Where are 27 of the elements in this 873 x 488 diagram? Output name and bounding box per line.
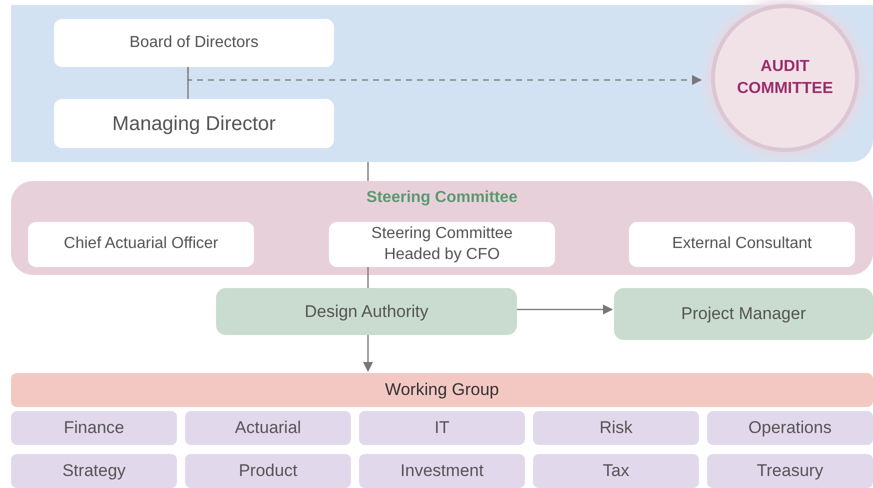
- function-cell: Actuarial: [185, 411, 351, 445]
- connector-line: [367, 162, 369, 181]
- function-cell: Risk: [533, 411, 699, 445]
- connector-line: [367, 267, 369, 288]
- function-cell: Operations: [707, 411, 873, 445]
- connector-line: [363, 335, 373, 372]
- role-box: Chief Actuarial Officer: [28, 222, 254, 267]
- function-cell: Finance: [11, 411, 177, 445]
- board-panel: [11, 5, 873, 162]
- function-cell: IT: [359, 411, 525, 445]
- role-box: Managing Director: [54, 99, 334, 148]
- panel-heading: Steering Committee: [366, 189, 518, 207]
- function-cell: Tax: [533, 454, 699, 488]
- role-box: External Consultant: [629, 222, 855, 267]
- role-box: Steering Committee Headed by CFO: [329, 222, 555, 267]
- role-box: Project Manager: [614, 288, 873, 340]
- function-cell: Product: [185, 454, 351, 488]
- committee-circle: AUDIT COMMITTEE: [715, 8, 855, 148]
- connector-line: [187, 67, 702, 85]
- connector-line: [517, 304, 613, 314]
- function-cell: Treasury: [707, 454, 873, 488]
- function-cell: Strategy: [11, 454, 177, 488]
- committee-panel: [11, 181, 873, 275]
- role-box: Design Authority: [216, 288, 517, 335]
- function-cell: Investment: [359, 454, 525, 488]
- group-header-bar: Working Group: [11, 373, 873, 407]
- role-box: Board of Directors: [54, 19, 334, 67]
